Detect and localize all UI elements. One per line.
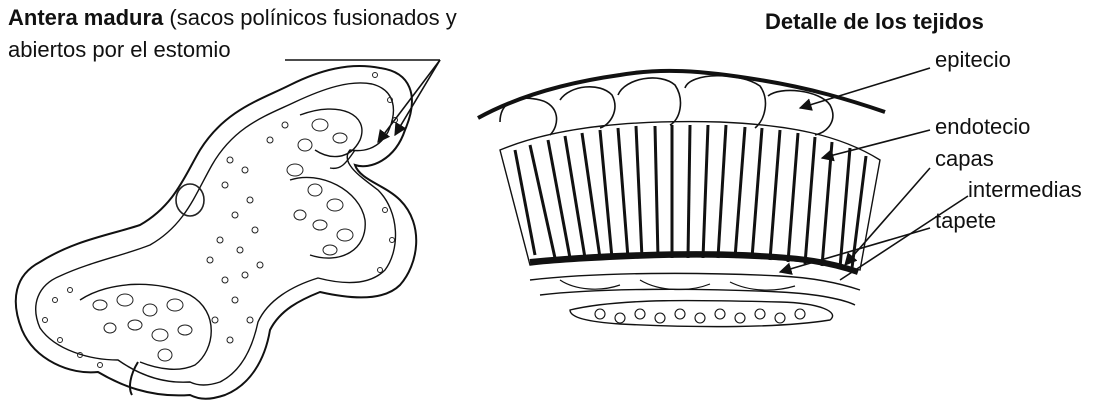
label-intermedias: intermedias <box>968 178 1082 202</box>
label-tapete: tapete <box>935 209 996 233</box>
label-epitecio: epitecio <box>935 48 1011 72</box>
anther-title-line-2: abiertos por el estomio <box>8 38 231 62</box>
epitecio-layer <box>478 71 885 118</box>
label-capas: capas <box>935 147 994 171</box>
anther-inner-wall <box>36 83 396 385</box>
anther-title-line-1: Antera madura (sacos polínicos fusionado… <box>8 6 457 30</box>
mature-anther-drawing <box>16 66 416 399</box>
label-endotecio: endotecio <box>935 115 1030 139</box>
tissue-detail-title: Detalle de los tejidos <box>765 10 984 34</box>
anther-outer-wall <box>16 66 416 399</box>
anther-cells-texture <box>43 73 398 368</box>
tissue-detail-drawing <box>478 68 968 327</box>
anther-title-bold: Antera madura <box>8 5 163 30</box>
anther-title-rest: (sacos polínicos fusionados y <box>163 5 457 30</box>
